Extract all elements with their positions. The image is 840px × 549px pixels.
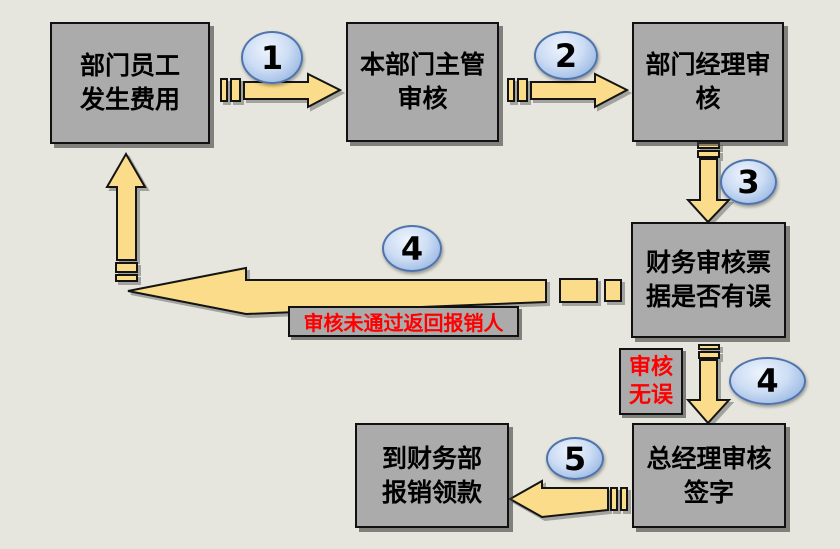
arrow-stripe bbox=[698, 344, 720, 350]
node-department-manager-review: 部门经理审 核 bbox=[632, 22, 784, 142]
step-number: 4 bbox=[756, 362, 779, 400]
node-label-line: 本部门主管 bbox=[359, 50, 485, 80]
node-label-line: 发生费用 bbox=[79, 85, 180, 114]
arrow-shape bbox=[530, 72, 630, 109]
arrow-stripe bbox=[620, 487, 628, 511]
node-label-line: 核 bbox=[695, 84, 721, 113]
arrow-step-4-pass-down bbox=[685, 344, 732, 425]
arrow-stripe bbox=[115, 274, 138, 282]
arrow-shape bbox=[685, 359, 732, 425]
annotation-text-line: 审核 bbox=[628, 355, 673, 380]
step-number: 2 bbox=[554, 36, 578, 75]
node-label-line: 报销领款 bbox=[381, 477, 482, 507]
step-number: 5 bbox=[563, 439, 587, 478]
step-badge-2: 2 bbox=[534, 31, 598, 80]
node-finance-receipt-check: 财务审核票 据是否有误 bbox=[631, 222, 786, 338]
arrow-step-3-down bbox=[685, 142, 732, 224]
arrow-step-5-left bbox=[507, 479, 628, 519]
arrow-stripe bbox=[604, 279, 622, 302]
arrow-shape bbox=[127, 266, 547, 316]
arrow-stripe bbox=[230, 78, 241, 102]
node-department-supervisor-review: 本部门主管 审核 bbox=[346, 22, 499, 142]
arrow-stripe bbox=[697, 142, 720, 149]
node-label-line: 部门经理审 bbox=[645, 50, 771, 80]
arrow-stripe bbox=[697, 150, 720, 158]
step-badge-3: 3 bbox=[720, 159, 777, 205]
arrow-step-4-reject-left bbox=[127, 266, 622, 316]
annotation-review-rejected: 审核未通过返回报销人 bbox=[288, 306, 519, 337]
node-finance-dept-payout: 到财务部 报销领款 bbox=[355, 423, 509, 528]
node-label-line: 审核 bbox=[397, 84, 448, 113]
node-label-line: 总经理审核 bbox=[646, 443, 772, 473]
annotation-text-line: 无误 bbox=[628, 382, 673, 408]
annotation-review-passed: 审核 无误 bbox=[619, 348, 683, 415]
step-badge-1: 1 bbox=[241, 31, 303, 84]
node-label-line: 到财务部 bbox=[381, 443, 482, 473]
arrow-stripe bbox=[115, 262, 138, 273]
arrow-step-4-return-up bbox=[105, 151, 147, 282]
step-number: 1 bbox=[260, 38, 284, 77]
node-label-line: 部门员工 bbox=[79, 51, 180, 81]
step-number: 3 bbox=[737, 163, 760, 201]
arrow-stripe bbox=[559, 278, 598, 303]
node-general-manager-sign: 总经理审核 签字 bbox=[632, 423, 786, 528]
arrow-step-2-right bbox=[507, 72, 630, 109]
step-number: 4 bbox=[400, 229, 424, 268]
step-badge-4-pass: 4 bbox=[729, 357, 806, 405]
arrow-stripe bbox=[698, 351, 720, 359]
step-badge-5: 5 bbox=[546, 437, 604, 480]
arrow-shape bbox=[105, 151, 147, 261]
node-label-line: 签字 bbox=[683, 477, 734, 507]
arrow-stripe bbox=[517, 78, 528, 102]
arrow-stripe bbox=[220, 78, 228, 102]
step-badge-4-reject: 4 bbox=[382, 225, 442, 272]
arrow-shape bbox=[507, 479, 609, 519]
node-department-employee-expense: 部门员工 发生费用 bbox=[50, 22, 210, 144]
arrow-shape bbox=[685, 158, 732, 224]
arrow-stripe bbox=[610, 487, 618, 511]
node-label-line: 据是否有误 bbox=[645, 282, 771, 311]
arrow-stripe bbox=[507, 78, 515, 102]
node-label-line: 财务审核票 bbox=[645, 248, 771, 278]
annotation-text: 审核未通过返回报销人 bbox=[303, 311, 504, 335]
